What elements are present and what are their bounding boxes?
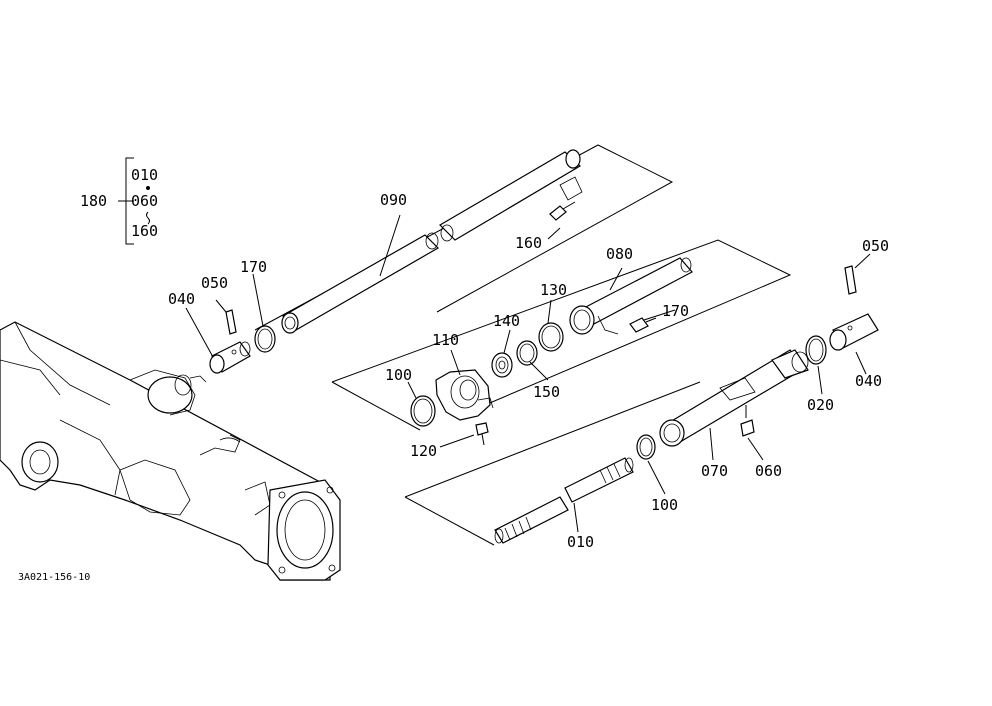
- part-050-pin-right: [844, 265, 857, 295]
- callout-040-left: 040: [168, 290, 195, 308]
- callout-080: 080: [606, 245, 633, 263]
- lower-panel-outline: [404, 381, 701, 546]
- diagram-code: 3A021-156-10: [18, 572, 90, 583]
- part-040-coupling-left: [209, 341, 251, 374]
- callout-050-left: 050: [201, 274, 228, 292]
- callout-140: 140: [493, 312, 520, 330]
- callout-120: 120: [410, 442, 437, 460]
- callout-100-left: 100: [385, 366, 412, 384]
- part-120-bolt: [475, 422, 489, 446]
- legend-member-160: 160: [131, 222, 158, 240]
- part-130-oring: [538, 322, 564, 352]
- callout-110: 110: [432, 331, 459, 349]
- legend-group: 180 010 060 160: [80, 157, 158, 245]
- middle-panel-outline: [331, 239, 792, 431]
- part-110-housing: [435, 369, 494, 421]
- part-060-bolt: [740, 405, 755, 437]
- part-160-bolt: [549, 201, 576, 221]
- legend-group-label: 180: [80, 192, 107, 210]
- callout-060: 060: [755, 462, 782, 480]
- part-170-right-bolt: [629, 317, 657, 333]
- part-050-pin-left: [225, 309, 237, 335]
- legend-member-010: 010: [131, 166, 158, 184]
- callout-050-right: 050: [862, 237, 889, 255]
- axle-housing: [0, 321, 341, 581]
- callout-160: 160: [515, 234, 542, 252]
- callout-labels: 090 160 080 170 130 140 110 150 100 120 …: [168, 191, 889, 551]
- callout-040-right: 040: [855, 372, 882, 390]
- part-040-coupling-right: [829, 313, 879, 351]
- callout-150: 150: [533, 383, 560, 401]
- part-080-tube: [569, 257, 693, 335]
- callout-070: 070: [701, 462, 728, 480]
- callout-010: 010: [567, 533, 594, 551]
- leader-lines: [185, 214, 871, 533]
- callout-100-right: 100: [651, 496, 678, 514]
- part-070-tube: [659, 349, 809, 447]
- part-010-shaft: [494, 457, 634, 544]
- callout-130: 130: [540, 281, 567, 299]
- part-090-shaft: [281, 149, 583, 334]
- callout-020: 020: [807, 396, 834, 414]
- part-100-oring-left: [410, 395, 436, 427]
- callout-090: 090: [380, 191, 407, 209]
- part-150-snapring: [516, 340, 538, 366]
- callout-170-right: 170: [662, 302, 689, 320]
- legend-member-060: 060: [131, 192, 158, 210]
- part-140-bearing: [491, 352, 513, 378]
- callout-170-left: 170: [240, 258, 267, 276]
